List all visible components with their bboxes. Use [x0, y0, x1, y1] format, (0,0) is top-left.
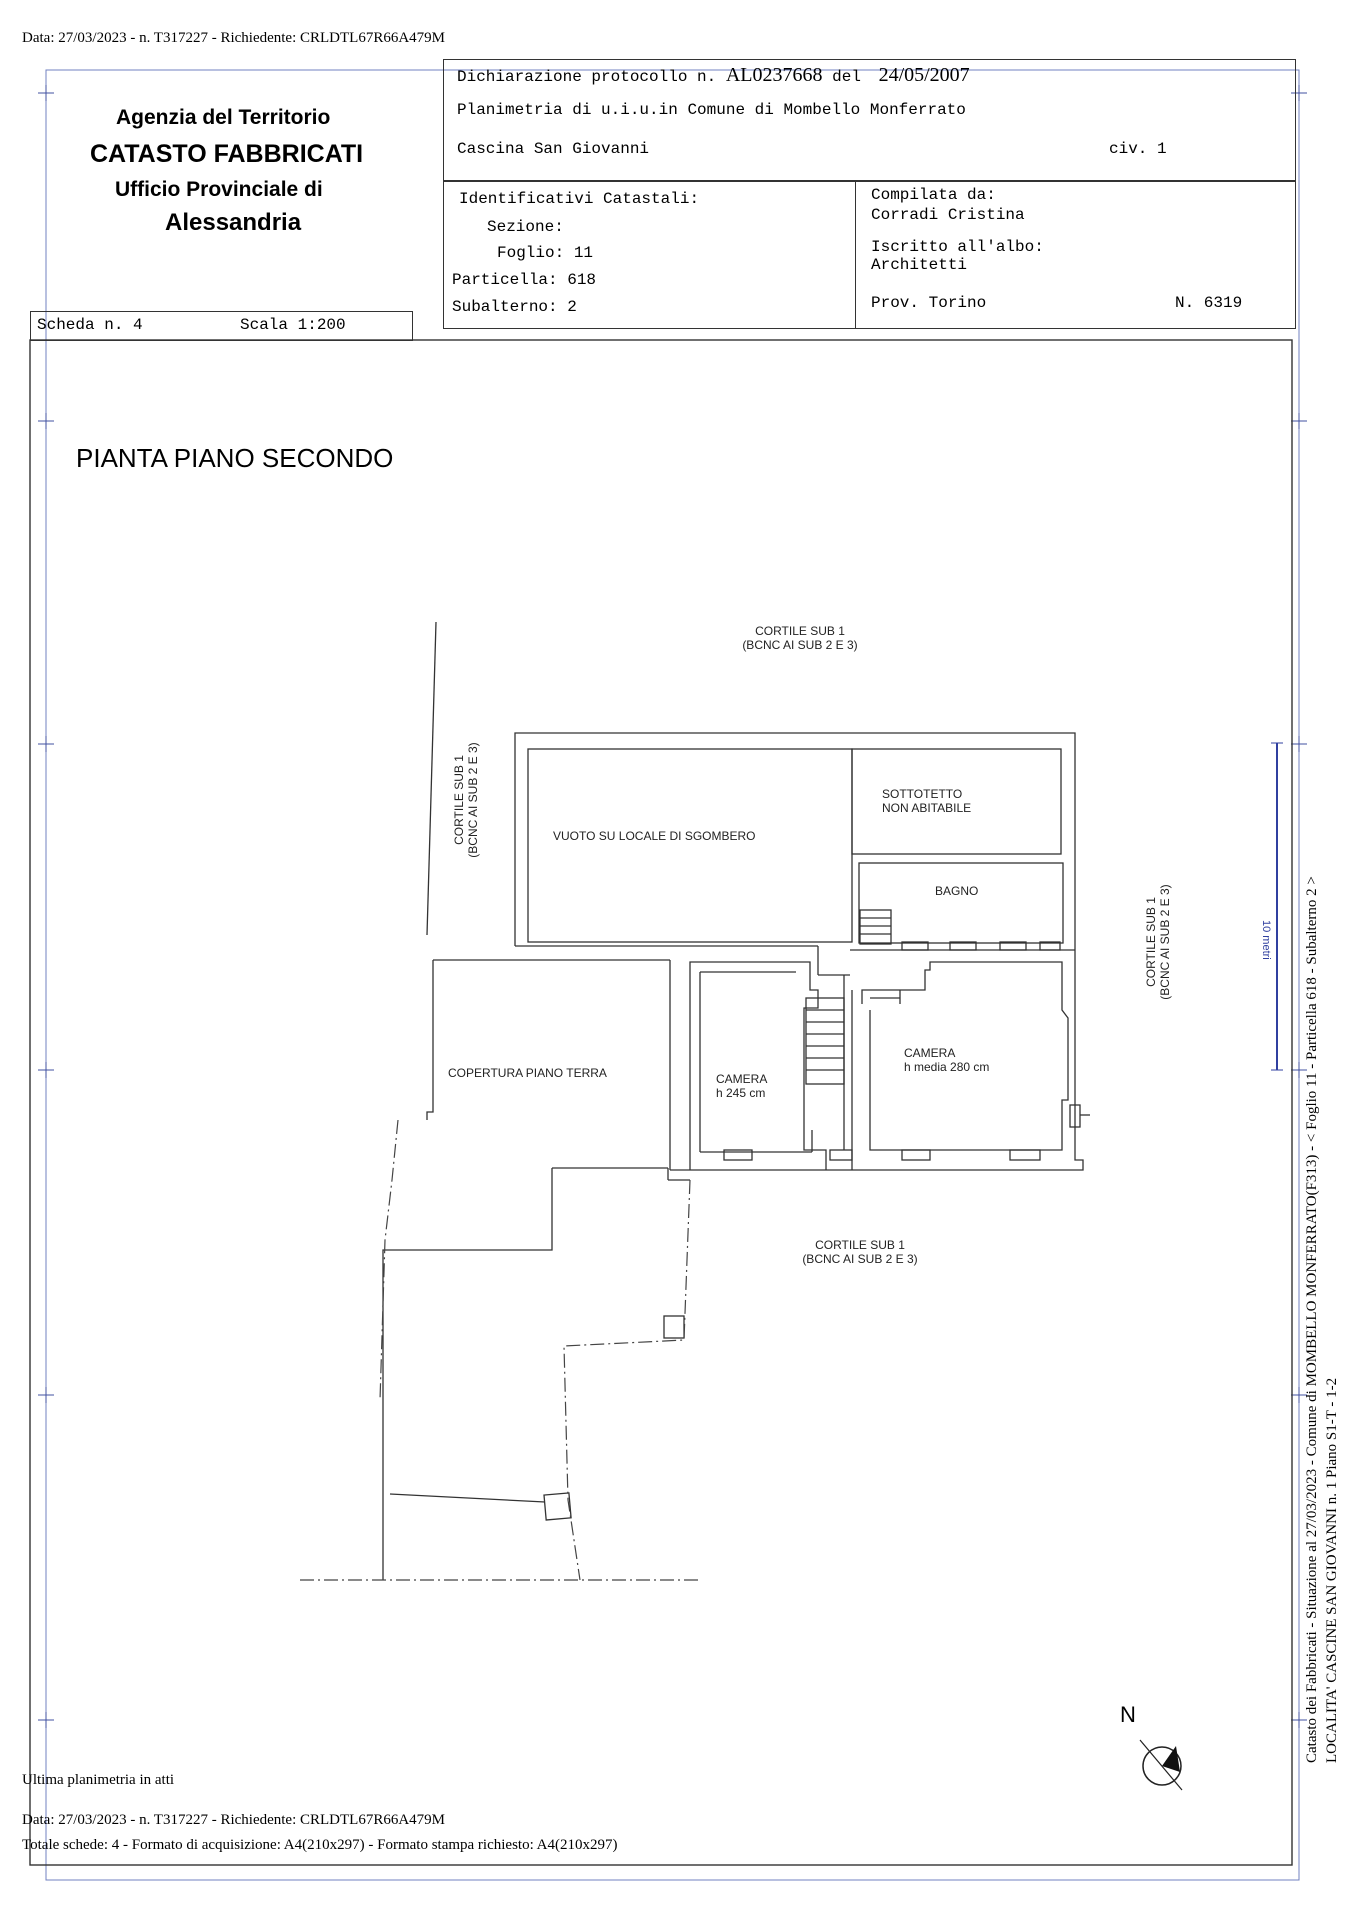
side-text-2: LOCALITA' CASCINE SAN GIOVANNI n. 1 Pian…: [1324, 1377, 1340, 1763]
plan-title: PIANTA PIANO SECONDO: [76, 443, 394, 473]
compilata-box: [855, 181, 1296, 329]
sezione: Sezione:: [487, 218, 564, 236]
vuoto-label: VUOTO SU LOCALE DI SGOMBERO: [553, 829, 756, 843]
declaration-prefix: Dichiarazione protocollo n.: [457, 68, 717, 86]
cortile-top-line1: CORTILE SUB 1: [755, 624, 845, 638]
side-text-1: Catasto dei Fabbricati - Situazione al 2…: [1304, 876, 1320, 1763]
albo-name: Architetti: [871, 256, 968, 274]
camera1-height: h 245 cm: [716, 1086, 766, 1100]
camera2-height: h media 280 cm: [904, 1060, 990, 1074]
iscritto-label: Iscritto all'albo:: [871, 238, 1044, 256]
camera2-name: CAMERA: [904, 1046, 956, 1060]
cortile-top-line2: (BCNC AI SUB 2 E 3): [742, 638, 858, 652]
albo-number: N. 6319: [1175, 294, 1243, 312]
del-label: del: [832, 68, 861, 86]
planimetria-line: Planimetria di u.i.u.in Comune di Mombel…: [457, 101, 966, 119]
compilatore-name: Corradi Cristina: [871, 206, 1025, 224]
protocol-number: AL0237668: [725, 64, 823, 86]
header-line: Data: 27/03/2023 - n. T317227 - Richiede…: [22, 30, 446, 46]
footer-totale: Totale schede: 4 - Formato di acquisizio…: [22, 1837, 618, 1853]
declaration-box: [443, 59, 1296, 181]
ultima-planimetria: Ultima planimetria in atti: [22, 1772, 175, 1788]
footer-data: Data: 27/03/2023 - n. T317227 - Richiede…: [22, 1812, 446, 1828]
camera1-name: CAMERA: [716, 1072, 768, 1086]
cortile-bottom-line2: (BCNC AI SUB 2 E 3): [802, 1252, 918, 1266]
ufficio-city: Alessandria: [165, 209, 302, 236]
compilata-label: Compilata da:: [871, 186, 996, 204]
sottotetto-line1: SOTTOTETTO: [882, 787, 963, 801]
cortile-bottom-label: CORTILE SUB 1 (BCNC AI SUB 2 E 3): [800, 1238, 920, 1266]
declaration-label: Dichiarazione protocollo n. AL0237668 de…: [457, 64, 970, 87]
sottotetto-line2: NON ABITABILE: [882, 801, 972, 815]
subalterno: Subalterno: 2: [452, 298, 577, 316]
address-line: Cascina San Giovanni: [457, 140, 650, 158]
particella: Particella: 618: [452, 271, 597, 289]
scheda-box: [30, 311, 413, 341]
scala: Scala 1:200: [240, 316, 346, 334]
foglio: Foglio: 11: [497, 244, 594, 262]
protocol-date: 24/05/2007: [878, 64, 970, 86]
agency-name: Agenzia del Territorio: [116, 106, 331, 129]
cortile-top-label: CORTILE SUB 1 (BCNC AI SUB 2 E 3): [740, 624, 860, 652]
cortile-bottom-line1: CORTILE SUB 1: [815, 1238, 905, 1252]
bagno-label: BAGNO: [935, 884, 979, 898]
copertura-label: COPERTURA PIANO TERRA: [448, 1066, 607, 1080]
scheda-number: Scheda n. 4: [37, 316, 143, 334]
identificativi-title: Identificativi Catastali:: [459, 190, 700, 208]
camera1-label: CAMERA h 245 cm: [716, 1072, 776, 1100]
province: Prov. Torino: [871, 294, 987, 312]
civic-number: civ. 1: [1109, 140, 1167, 158]
camera2-label: CAMERA h media 280 cm: [904, 1046, 1014, 1074]
north-label: N: [1120, 1702, 1136, 1727]
sottotetto-label: SOTTOTETTO NON ABITABILE: [882, 787, 982, 815]
ufficio-label: Ufficio Provinciale di: [115, 178, 323, 201]
catasto-title: CATASTO FABBRICATI: [90, 140, 364, 168]
